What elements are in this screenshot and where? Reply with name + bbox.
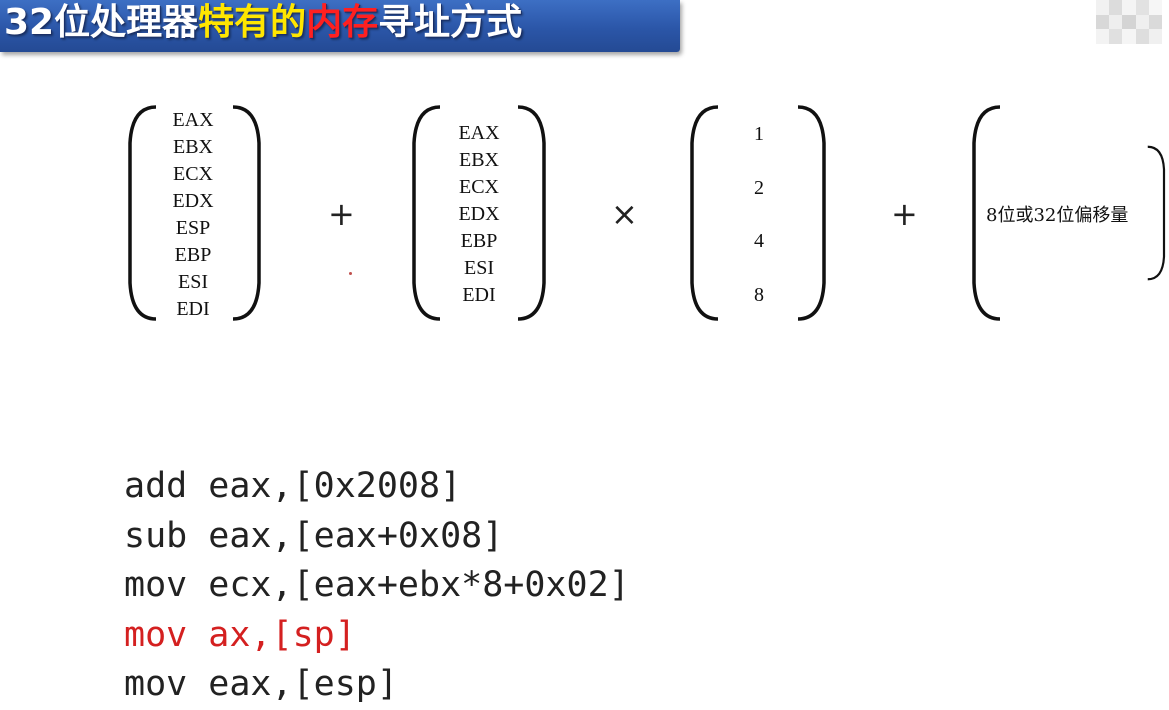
plus-operator: + <box>328 195 355 233</box>
index-register-list: EAX EBX ECX EDX EBP ESI EDI <box>434 120 524 309</box>
matrix-entry: 4 <box>754 230 764 252</box>
right-bracket-icon <box>517 105 546 321</box>
assembly-code-block: add eax,[0x2008] sub eax,[eax+0x08] mov … <box>124 462 630 710</box>
title-part-2: 特有的 <box>198 2 307 43</box>
matrix-entry: EBX <box>173 136 213 158</box>
matrix-entry: 1 <box>754 123 764 145</box>
title-part-4: 寻址方式 <box>378 2 523 43</box>
right-bracket-icon <box>232 105 261 321</box>
matrix-entry: ECX <box>173 163 213 185</box>
matrix-entry: ECX <box>459 176 499 198</box>
matrix-entry: EBX <box>459 149 499 171</box>
base-register-list: EAX EBX ECX EDX ESP EBP ESI EDI <box>148 107 238 323</box>
mosaic-watermark <box>1096 0 1162 44</box>
matrix-entry: EDX <box>458 203 500 225</box>
left-bracket-icon <box>690 105 719 321</box>
displacement-matrix: 8位或32位偏移量 <box>966 103 1169 323</box>
left-bracket-icon <box>412 105 441 321</box>
matrix-entry: EAX <box>458 122 500 144</box>
multiply-operator: × <box>611 195 638 233</box>
scale-factor-matrix: 1 2 4 8 <box>684 103 832 323</box>
left-bracket-icon <box>128 105 157 321</box>
matrix-entry: ESI <box>178 271 208 293</box>
base-register-matrix: EAX EBX ECX EDX ESP EBP ESI EDI <box>122 103 267 323</box>
stray-dot <box>349 272 352 275</box>
code-line: mov eax,[esp] <box>124 664 398 704</box>
matrix-entry: 2 <box>754 176 764 199</box>
scale-factor-list: 1 2 4 8 <box>714 121 804 335</box>
displacement-label: 8位或32位偏移量 <box>986 205 1129 226</box>
plus-operator: + <box>891 195 918 233</box>
right-bracket-icon <box>797 105 826 321</box>
matrix-entry: EBP <box>174 244 212 266</box>
slide-title-bar: 32位处理器特有的内存寻址方式 <box>0 0 680 52</box>
matrix-entry: EDI <box>176 298 210 320</box>
matrix-entry: EDI <box>462 284 496 306</box>
matrix-entry: EBP <box>460 230 498 252</box>
title-part-1: 32位处理器 <box>4 2 199 43</box>
matrix-entry: 8 <box>754 283 764 306</box>
matrix-entry: EAX <box>172 109 214 131</box>
code-line-highlighted: mov ax,[sp] <box>124 614 356 655</box>
title-part-3: 内存 <box>306 2 379 43</box>
code-line: add eax,[0x2008] <box>124 466 462 506</box>
left-bracket-icon <box>972 105 1001 321</box>
matrix-entry: ESI <box>464 257 494 279</box>
matrix-entry: EDX <box>172 190 214 212</box>
slide-title: 32位处理器特有的内存寻址方式 <box>4 0 522 46</box>
right-bracket-icon <box>1147 145 1166 281</box>
matrix-entry: ESP <box>175 217 211 239</box>
code-line: mov ecx,[eax+ebx*8+0x02] <box>124 565 630 605</box>
index-register-matrix: EAX EBX ECX EDX EBP ESI EDI <box>406 103 551 323</box>
code-line: sub eax,[eax+0x08] <box>124 515 504 556</box>
